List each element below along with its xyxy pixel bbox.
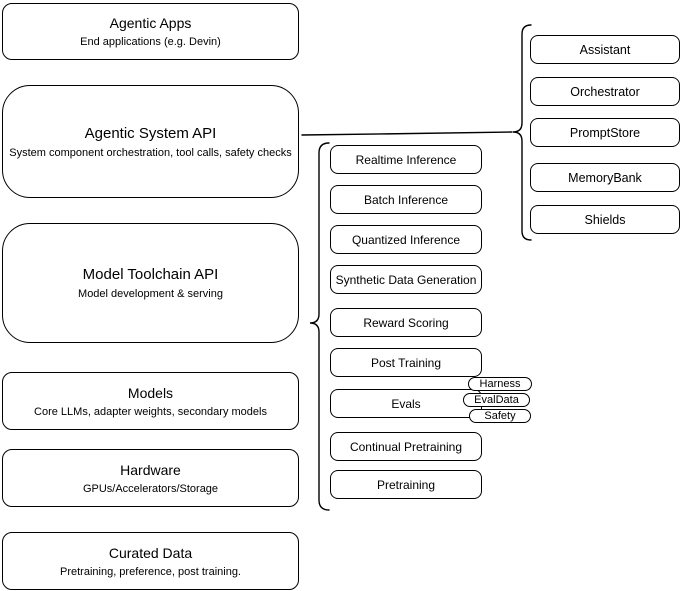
box-label: Shields xyxy=(584,212,626,227)
box-label: Quantized Inference xyxy=(351,232,461,247)
box-model-toolchain-api: Model Toolchain API Model development & … xyxy=(2,223,299,343)
box-curated-data: Curated Data Pretraining, preference, po… xyxy=(2,532,299,590)
toolchain-box-reward-scoring: Reward Scoring xyxy=(330,308,482,337)
box-subtitle: End applications (e.g. Devin) xyxy=(80,36,221,48)
box-label: Post Training xyxy=(370,355,442,370)
box-title: Models xyxy=(127,384,174,401)
box-agentic-system-api: Agentic System API System component orch… xyxy=(2,85,299,198)
toolchain-box-post-training: Post Training xyxy=(330,348,482,377)
box-label: Batch Inference xyxy=(363,192,449,207)
box-subtitle: Model development & serving xyxy=(78,288,223,300)
toolchain-box-continual-pretraining: Continual Pretraining xyxy=(330,432,482,461)
toolchain-box-batch-inference: Batch Inference xyxy=(330,185,482,214)
box-title: Agentic System API xyxy=(84,124,217,142)
toolchain-brace xyxy=(309,142,330,511)
box-label: Assistant xyxy=(579,42,631,57)
component-box-promptstore: PromptStore xyxy=(530,118,680,147)
box-label: Pretraining xyxy=(376,477,436,492)
box-label: Continual Pretraining xyxy=(349,439,463,454)
pill-label: Safety xyxy=(484,410,516,422)
box-agentic-apps: Agentic Apps End applications (e.g. Devi… xyxy=(2,3,299,60)
box-title: Curated Data xyxy=(108,544,193,561)
component-box-assistant: Assistant xyxy=(530,35,680,64)
pill-evaldata: EvalData xyxy=(463,393,530,407)
toolchain-box-evals: Evals xyxy=(330,389,482,418)
box-label: PromptStore xyxy=(569,125,641,140)
box-subtitle: GPUs/Accelerators/Storage xyxy=(82,482,219,495)
box-label: Realtime Inference xyxy=(355,152,457,167)
box-label: Orchestrator xyxy=(570,84,640,99)
box-subtitle: System component orchestration, tool cal… xyxy=(9,146,292,159)
toolchain-box-quantized-inference: Quantized Inference xyxy=(330,225,482,254)
toolchain-box-pretraining: Pretraining xyxy=(330,470,482,499)
box-hardware: Hardware GPUs/Accelerators/Storage xyxy=(2,449,299,507)
component-box-memorybank: MemoryBank xyxy=(530,163,680,192)
box-title: Model Toolchain API xyxy=(82,266,219,283)
box-models: Models Core LLMs, adapter weights, secon… xyxy=(2,372,299,430)
box-label: Reward Scoring xyxy=(363,315,449,330)
pill-label: Harness xyxy=(479,378,521,390)
box-title: Hardware xyxy=(120,461,181,478)
pill-harness: Harness xyxy=(468,377,532,391)
box-subtitle: Pretraining, preference, post training. xyxy=(60,565,241,578)
box-subtitle: Core LLMs, adapter weights, secondary mo… xyxy=(34,405,267,418)
box-label: Synthetic Data Generation xyxy=(335,272,477,287)
component-box-shields: Shields xyxy=(530,205,680,234)
box-label: Evals xyxy=(391,396,421,411)
pill-label: EvalData xyxy=(474,394,519,406)
component-box-orchestrator: Orchestrator xyxy=(530,77,680,106)
pill-safety: Safety xyxy=(469,409,531,423)
system-components-brace xyxy=(512,24,532,241)
box-title: Agentic Apps xyxy=(109,15,192,31)
connector-line xyxy=(301,131,513,136)
toolchain-box-realtime-inference: Realtime Inference xyxy=(330,145,482,174)
toolchain-box-synthetic-data-generation: Synthetic Data Generation xyxy=(330,265,482,294)
box-label: MemoryBank xyxy=(568,170,642,185)
